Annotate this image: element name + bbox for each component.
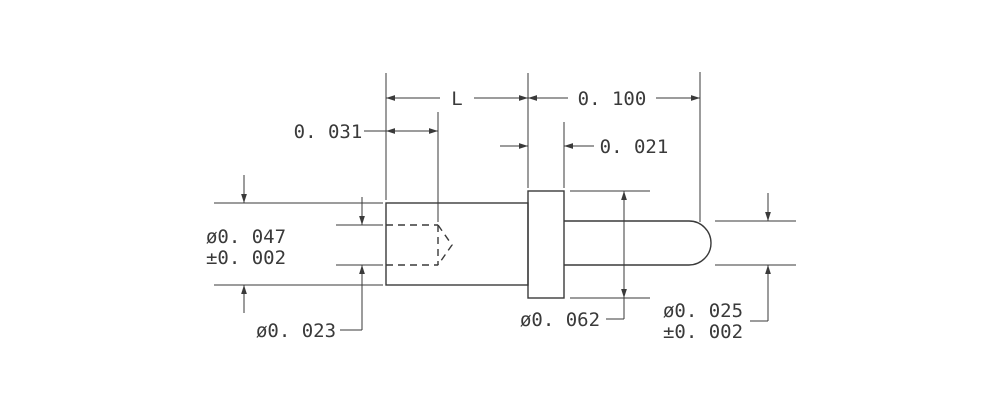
- collar-section: [527, 190, 565, 299]
- label-dia-0-023: ø0. 023: [256, 320, 336, 342]
- label-0-100: 0. 100: [578, 88, 647, 110]
- label-dia-0-025-tol: ±0. 002: [663, 321, 743, 343]
- extension-lines: [214, 72, 796, 299]
- bore-cone: [437, 224, 453, 266]
- dim-length-L: L: [386, 88, 528, 110]
- label-dia-0-062: ø0. 062: [520, 309, 600, 331]
- dim-0-031: 0. 031: [294, 121, 438, 143]
- pin-body: [385, 190, 712, 299]
- tip-section: [564, 220, 712, 266]
- dim-0-100: 0. 100: [528, 88, 700, 110]
- label-0-031: 0. 031: [294, 121, 363, 143]
- label-0-021: 0. 021: [600, 136, 669, 158]
- dim-0-021: 0. 021: [500, 136, 668, 158]
- dim-dia-0-062: ø0. 062: [520, 191, 627, 331]
- dim-dia-0-023: ø0. 023: [256, 197, 365, 342]
- dim-dia-0-025: ø0. 025 ±0. 002: [663, 193, 771, 343]
- label-dia-0-025: ø0. 025: [663, 300, 743, 322]
- label-L: L: [451, 88, 462, 110]
- body-section: [385, 202, 529, 286]
- label-dia-0-047-tol: ±0. 002: [206, 247, 286, 269]
- dim-dia-0-047: ø0. 047 ±0. 002: [206, 175, 286, 313]
- label-dia-0-047: ø0. 047: [206, 226, 286, 248]
